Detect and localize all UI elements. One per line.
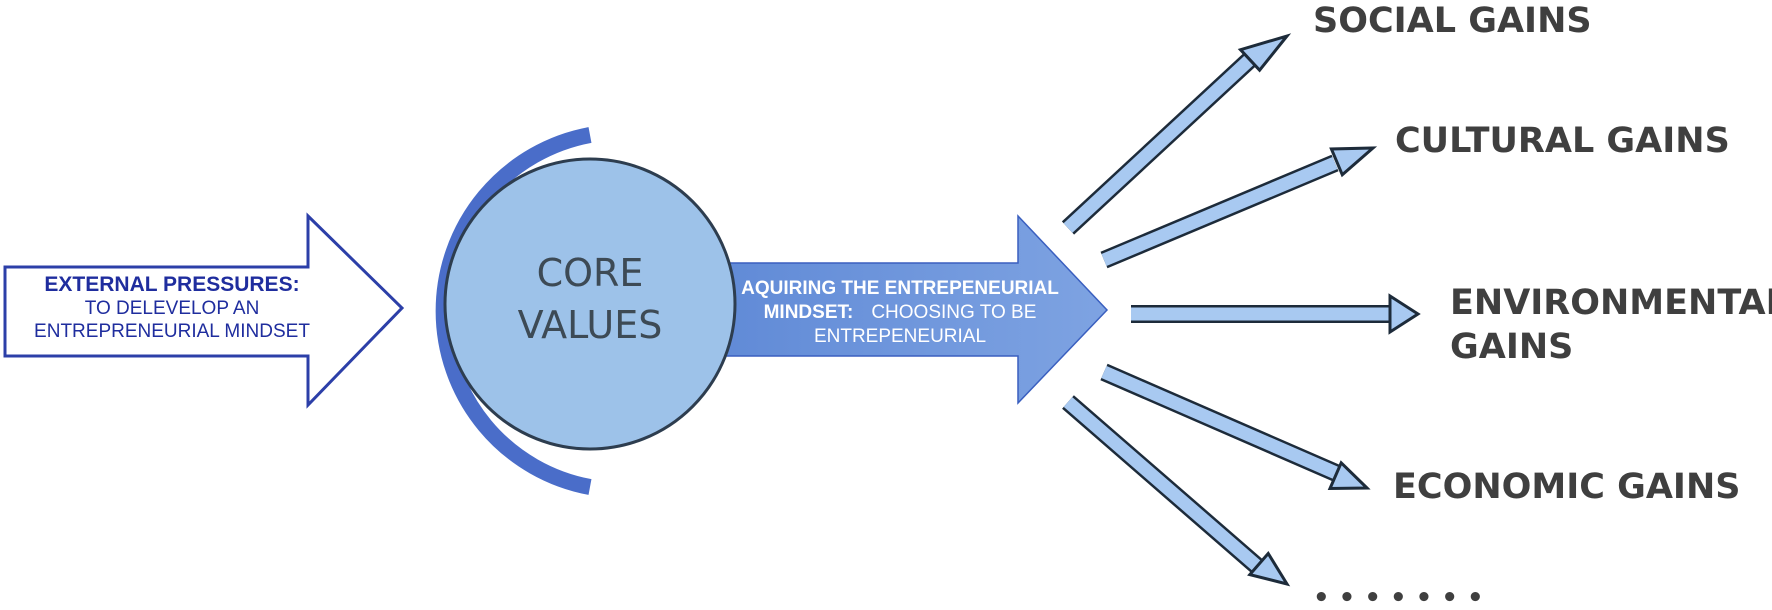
- acquiring-mindset-choice: CHOOSING TO BE: [871, 302, 1036, 323]
- external-pressures-title: EXTERNAL PRESSURES:: [44, 273, 299, 296]
- economic-gains-arrow: [1100, 363, 1371, 491]
- acquiring-mindset-label: MINDSET:: [764, 302, 854, 323]
- more-gains-arrow: [1062, 395, 1291, 587]
- external-pressures-line-1: TO DELEVELOP AN: [85, 298, 260, 319]
- environmental-gains-arrow: [1131, 293, 1421, 335]
- social-gains-label: SOCIAL GAINS: [1313, 1, 1592, 41]
- more-gains-ellipsis: • • • • • • •: [1313, 583, 1484, 610]
- core-values-line-1: CORE: [537, 251, 644, 295]
- acquiring-mindset-arrow: AQUIRING THE ENTREPENEURIAL MINDSET: CHOO…: [699, 214, 1109, 405]
- acquiring-mindset-line-3: ENTREPENEURIAL: [814, 326, 986, 347]
- cultural-gains-arrow: [1100, 146, 1378, 269]
- external-pressures-arrow: EXTERNAL PRESSURES: TO DELEVELOP AN ENTR…: [3, 212, 405, 409]
- economic-gains-label: ECONOMIC GAINS: [1393, 467, 1740, 507]
- cultural-gains-label: CULTURAL GAINS: [1395, 121, 1730, 161]
- environmental-gains-label-line-1: ENVIRONMENTAL: [1450, 283, 1772, 323]
- acquiring-mindset-line-1: AQUIRING THE ENTREPENEURIAL: [741, 278, 1059, 299]
- social-gains-arrow: [1061, 33, 1292, 235]
- environmental-gains-label-line-2: GAINS: [1450, 327, 1573, 367]
- core-values-line-2: VALUES: [518, 303, 663, 347]
- external-pressures-line-2: ENTREPRENEURIAL MINDSET: [34, 321, 310, 342]
- acquiring-mindset-line-2: MINDSET: CHOOSING TO BE: [764, 302, 1037, 323]
- core-values-node: CORE VALUES: [443, 157, 737, 451]
